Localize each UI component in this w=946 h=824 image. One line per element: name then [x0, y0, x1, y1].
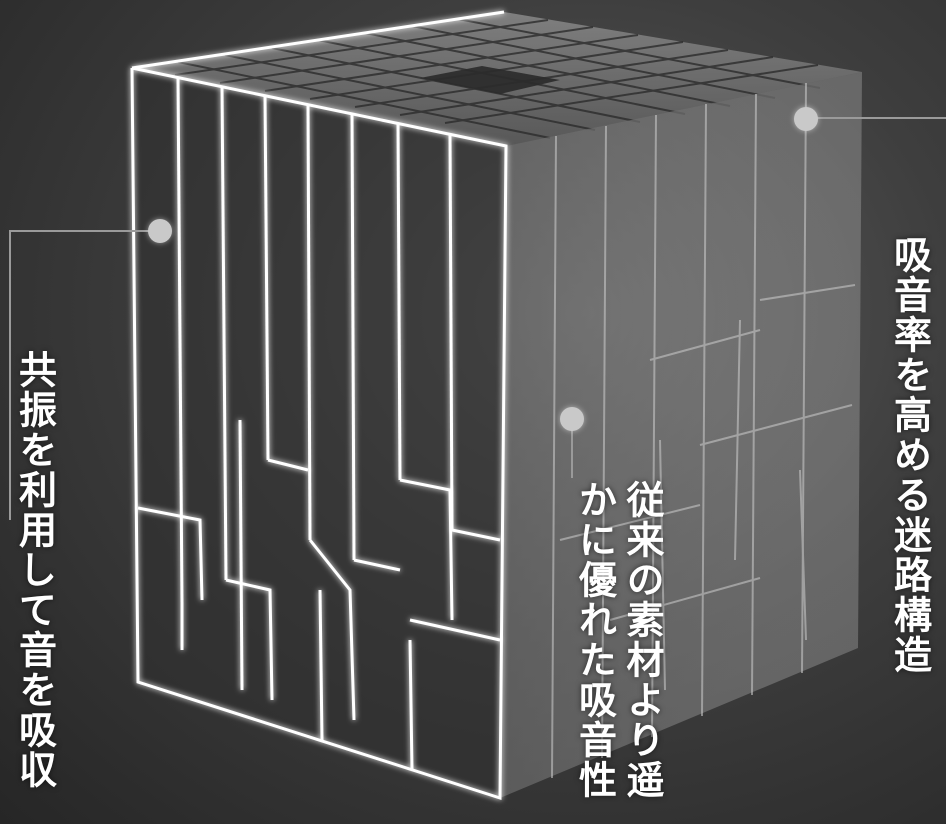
callout-left-connector — [9, 230, 160, 520]
callout-center-dot — [560, 407, 584, 431]
cube-right-face — [500, 72, 862, 798]
callout-right-label: 吸音率を高める迷路構造 — [887, 235, 932, 675]
cube-front-face — [132, 68, 506, 798]
front-maze-lines — [130, 10, 508, 801]
callout-right-dot — [794, 107, 818, 131]
cube-top-grid — [174, 18, 821, 139]
callout-left-label: 共振を利用して音を吸収 — [12, 350, 57, 790]
cube-right-panels — [551, 82, 856, 779]
callout-center-label: 従来の素材より遥かに優れた吸音性 — [572, 480, 665, 800]
callout-left-dot — [148, 219, 172, 243]
cube-top-center-hole — [420, 66, 560, 94]
